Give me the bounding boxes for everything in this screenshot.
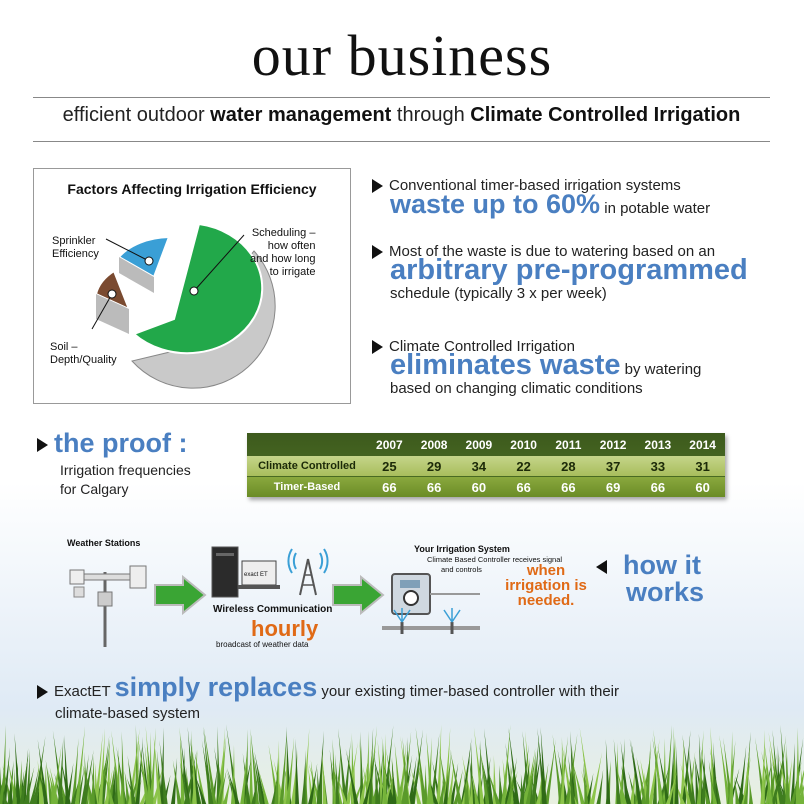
table-row: Climate Controlled 25 29 34 22 28 37 33 … bbox=[247, 456, 725, 476]
wireless-label: Wireless Communication bbox=[213, 604, 333, 615]
proof-sub-line2: for Calgary bbox=[60, 481, 129, 497]
soil-slice-side bbox=[96, 294, 129, 334]
table-cell: 60 bbox=[695, 479, 710, 495]
table-cell: 37 bbox=[605, 458, 621, 474]
year-header: 2012 bbox=[599, 438, 627, 452]
bullet-3-line1: Climate Controlled Irrigation bbox=[389, 338, 575, 355]
proof-subtitle: Irrigation frequencies for Calgary bbox=[60, 461, 191, 499]
how-line1: how it bbox=[623, 550, 701, 580]
pie-chart-graphic bbox=[91, 222, 276, 389]
table-cell: 66 bbox=[516, 479, 531, 495]
how-line2: works bbox=[626, 577, 705, 607]
label-scheduling: Scheduling – how often and how long to i… bbox=[250, 227, 316, 278]
proof-heading: the proof : bbox=[37, 428, 187, 459]
footer-bullet: ExactET simply replaces your existing ti… bbox=[37, 674, 777, 725]
footer-line2: climate-based system bbox=[55, 705, 201, 722]
table-cell: 66 bbox=[382, 479, 397, 495]
title-rule-top bbox=[33, 97, 770, 98]
bullet-3: Climate Controlled Irrigation eliminates… bbox=[372, 337, 782, 398]
subtitle-bold-1: water management bbox=[210, 104, 392, 126]
bullet-1-line1: Conventional timer-based irrigation syst… bbox=[389, 177, 681, 194]
table-cell: 31 bbox=[695, 458, 710, 474]
table-cell: 66 bbox=[561, 479, 576, 495]
year-header: 2008 bbox=[420, 438, 448, 452]
subtitle-mid: through bbox=[391, 104, 471, 126]
label-sprinkler: Sprinkler Efficiency bbox=[52, 235, 99, 260]
bullet-1: Conventional timer-based irrigation syst… bbox=[372, 176, 782, 218]
bullet-2: Most of the waste is due to watering bas… bbox=[372, 242, 782, 303]
title-rule-bottom bbox=[33, 141, 770, 142]
bullet-arrow-icon bbox=[372, 245, 383, 260]
bullet-2-after: schedule (typically 3 x per week) bbox=[390, 285, 607, 302]
left-arrow-icon bbox=[596, 559, 607, 574]
weather-station-icon bbox=[69, 565, 147, 647]
page-title: our business bbox=[251, 23, 553, 88]
year-header: 2013 bbox=[644, 438, 672, 452]
table-cell: 66 bbox=[426, 479, 442, 495]
footer-arrow-icon bbox=[37, 685, 48, 700]
bullet-1-big: waste up to 60% bbox=[390, 189, 601, 219]
page-subtitle: efficient outdoor water management throu… bbox=[33, 104, 770, 127]
grass-decoration bbox=[0, 724, 804, 804]
subtitle-prefix: efficient outdoor bbox=[62, 104, 211, 126]
laptop-screen-label: exact ET bbox=[244, 572, 268, 578]
when-line3: needed. bbox=[517, 592, 575, 609]
when-line2: irrigation is bbox=[505, 577, 587, 594]
year-header: 2014 bbox=[689, 438, 716, 452]
pie-chart-box: Factors Affecting Irrigation Efficiency … bbox=[33, 168, 351, 404]
bullet-3-after: by watering bbox=[620, 361, 702, 378]
footer-rest: your existing timer-based controller wit… bbox=[317, 683, 620, 700]
bullet-1-after: in potable water bbox=[600, 200, 711, 217]
year-header: 2009 bbox=[465, 438, 493, 452]
year-header: 2007 bbox=[376, 438, 403, 452]
table-cell: 25 bbox=[382, 458, 397, 474]
bullet-arrow-icon bbox=[372, 340, 383, 355]
irrigation-table: 2007 2008 2009 2010 2011 2012 2013 2014 … bbox=[247, 433, 725, 497]
table-cell: 28 bbox=[561, 458, 576, 474]
year-header: 2011 bbox=[555, 438, 582, 452]
when-line1: when bbox=[526, 562, 566, 579]
footer-big: simply replaces bbox=[114, 672, 318, 702]
bullet-2-big: arbitrary pre-programmed bbox=[390, 254, 748, 286]
table-row: Timer-Based 66 66 60 66 66 69 66 60 bbox=[247, 477, 725, 497]
table-cell: 69 bbox=[605, 479, 621, 495]
arrow-right-icon bbox=[154, 575, 207, 615]
proof-title-text: the proof : bbox=[54, 428, 188, 458]
sprinkler-slice bbox=[117, 235, 171, 279]
row-label: Timer-Based bbox=[273, 481, 341, 493]
table-cell: 34 bbox=[471, 458, 487, 474]
pie-chart-title: Factors Affecting Irrigation Efficiency bbox=[67, 181, 317, 197]
row-label: Climate Controlled bbox=[258, 460, 356, 472]
broadcast-label: broadcast of weather data bbox=[216, 640, 309, 649]
bullet-2-line1: Most of the waste is due to watering bas… bbox=[389, 243, 716, 260]
table-cell: 33 bbox=[650, 458, 666, 474]
label-soil: Soil – Depth/Quality bbox=[50, 341, 117, 366]
system-sub1: Climate Based Controller receives signal bbox=[427, 555, 563, 564]
footer-exact: ExactET bbox=[54, 683, 115, 700]
scheduling-slice bbox=[132, 222, 264, 355]
table-cell: 66 bbox=[650, 479, 666, 495]
proof-arrow-icon bbox=[37, 437, 48, 452]
irrigation-controller-icon bbox=[382, 573, 480, 634]
weather-stations-label: Weather Stations bbox=[67, 538, 141, 548]
proof-sub-line1: Irrigation frequencies bbox=[60, 462, 191, 478]
bullet-3-line3: based on changing climatic conditions bbox=[390, 380, 643, 397]
system-sub2: and controls bbox=[441, 565, 482, 574]
year-header: 2010 bbox=[510, 438, 537, 452]
how-it-works-heading: how it works bbox=[596, 552, 704, 606]
bullet-3-big: eliminates waste bbox=[390, 349, 621, 381]
arrow-right-icon bbox=[332, 575, 385, 615]
table-cell: 29 bbox=[426, 458, 442, 474]
table-cell: 60 bbox=[471, 479, 487, 495]
sprinkler-slice-side bbox=[119, 257, 154, 293]
when-irrigation-needed: when irrigation is needed. bbox=[498, 563, 594, 608]
computer-tower-icon bbox=[211, 546, 329, 598]
subtitle-bold-2: Climate Controlled Irrigation bbox=[470, 104, 741, 126]
system-title: Your Irrigation System bbox=[414, 544, 510, 554]
table-header-row: 2007 2008 2009 2010 2011 2012 2013 2014 bbox=[247, 435, 725, 455]
table-cell: 22 bbox=[516, 458, 531, 474]
hourly-label: hourly bbox=[251, 616, 319, 641]
bullet-arrow-icon bbox=[372, 179, 383, 194]
